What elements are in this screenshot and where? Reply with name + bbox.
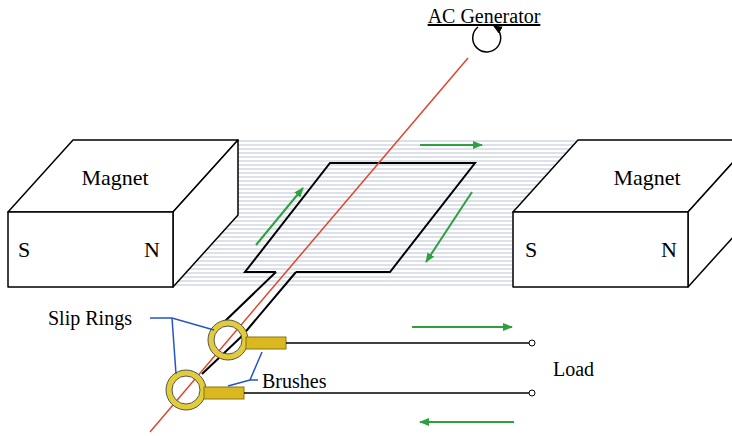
current-arrow	[420, 144, 482, 146]
slip-ring	[172, 376, 200, 404]
load-label: Load	[553, 358, 594, 380]
magnet-label: Magnet	[613, 166, 680, 190]
terminal	[529, 390, 535, 396]
current-arrow	[420, 421, 514, 423]
pole-label: S	[18, 238, 30, 262]
output-wire	[286, 342, 529, 344]
diagram-title: AC Generator	[428, 5, 541, 27]
terminal	[529, 340, 535, 346]
brush	[246, 337, 286, 349]
part-label: Slip Rings	[48, 307, 132, 329]
current-arrow	[256, 188, 303, 245]
pole-label: N	[661, 238, 677, 262]
magnet-label: Magnet	[81, 166, 148, 190]
magnet-shape	[511, 138, 732, 290]
coil	[245, 163, 475, 272]
leader-line	[150, 318, 214, 330]
part-label: Brushes	[262, 370, 326, 392]
lead-wire	[202, 272, 296, 374]
leader-line	[172, 318, 176, 374]
magnet: MagnetS N	[6, 138, 242, 290]
magnet-shape	[6, 138, 242, 290]
leader-line	[228, 380, 250, 386]
current-arrow	[412, 326, 512, 328]
slip-ring	[166, 370, 206, 410]
current-arrow	[426, 192, 472, 262]
slip-ring	[208, 320, 248, 360]
brush	[204, 387, 244, 399]
output-wire	[244, 392, 529, 394]
rotation-symbol	[473, 26, 501, 52]
rotation-axis	[150, 58, 468, 432]
slip-ring	[214, 326, 242, 354]
leader-line	[250, 352, 262, 380]
slip-ring	[169, 373, 203, 407]
slip-ring	[211, 323, 245, 357]
pole-label: N	[144, 238, 160, 262]
pole-label: S	[525, 238, 537, 262]
magnet: MagnetS N	[511, 138, 732, 290]
